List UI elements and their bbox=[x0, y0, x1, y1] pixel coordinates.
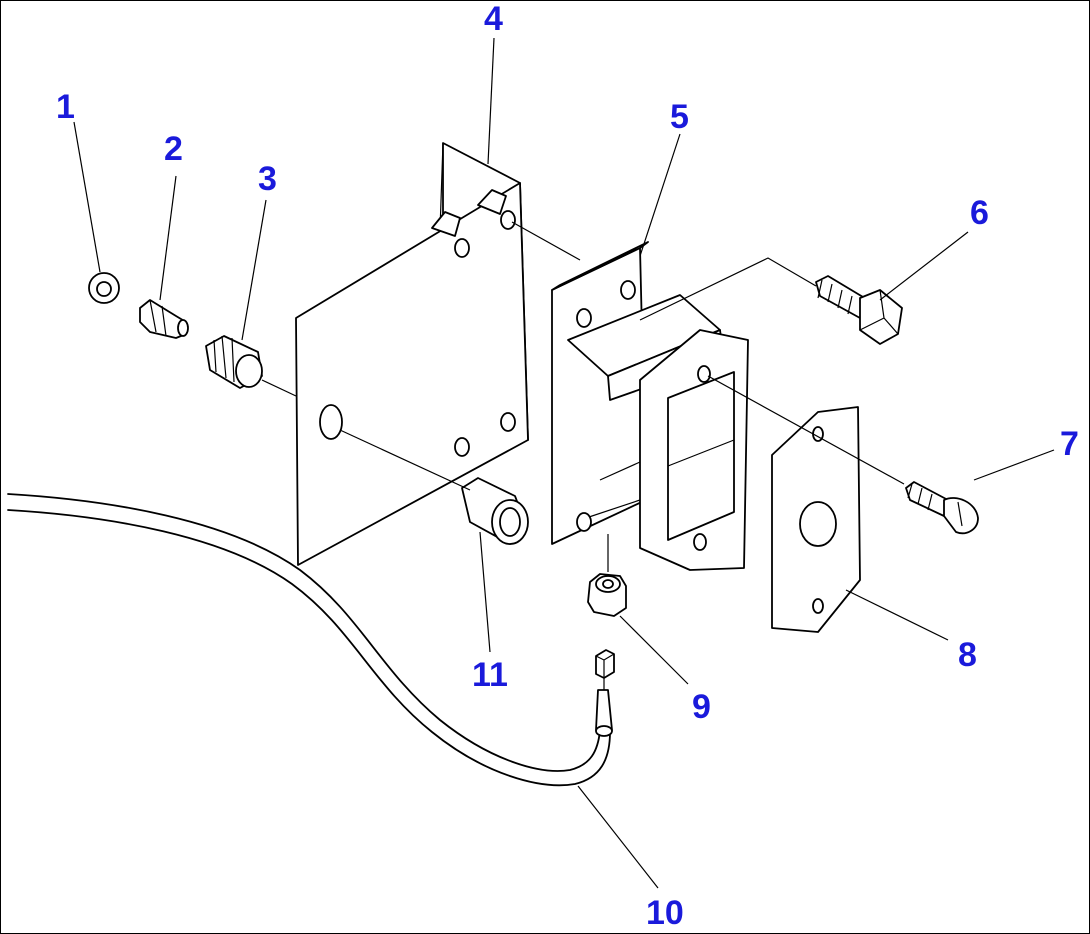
callout-6: 6 bbox=[970, 194, 989, 232]
callout-3: 3 bbox=[258, 160, 277, 198]
nut-part-9 bbox=[587, 534, 627, 617]
callout-4: 4 bbox=[484, 0, 503, 38]
callout-9: 9 bbox=[692, 688, 711, 726]
spacer-part-3 bbox=[205, 335, 263, 389]
cover-plate-part-8 bbox=[707, 375, 905, 633]
bushing-part-11 bbox=[339, 429, 529, 545]
callout-labels: 1 2 3 4 5 6 7 8 9 10 11 bbox=[56, 0, 1079, 932]
callout-10: 10 bbox=[646, 894, 684, 932]
callout-2: 2 bbox=[164, 130, 183, 168]
callout-7: 7 bbox=[1060, 425, 1079, 463]
cable-assembly bbox=[7, 493, 615, 787]
bracket-plate bbox=[295, 142, 529, 566]
callout-5: 5 bbox=[670, 98, 689, 136]
nut-part-1 bbox=[88, 272, 120, 304]
bolt-part-6 bbox=[639, 257, 903, 345]
callout-8: 8 bbox=[958, 636, 977, 674]
leader-lines bbox=[73, 37, 1055, 889]
fitting-part-2 bbox=[139, 299, 189, 339]
switch-housing-part-5 bbox=[511, 221, 749, 571]
screw-part-7 bbox=[905, 481, 979, 535]
axis-line-left bbox=[261, 379, 297, 397]
callout-1: 1 bbox=[56, 88, 75, 126]
callout-11: 11 bbox=[472, 656, 508, 694]
